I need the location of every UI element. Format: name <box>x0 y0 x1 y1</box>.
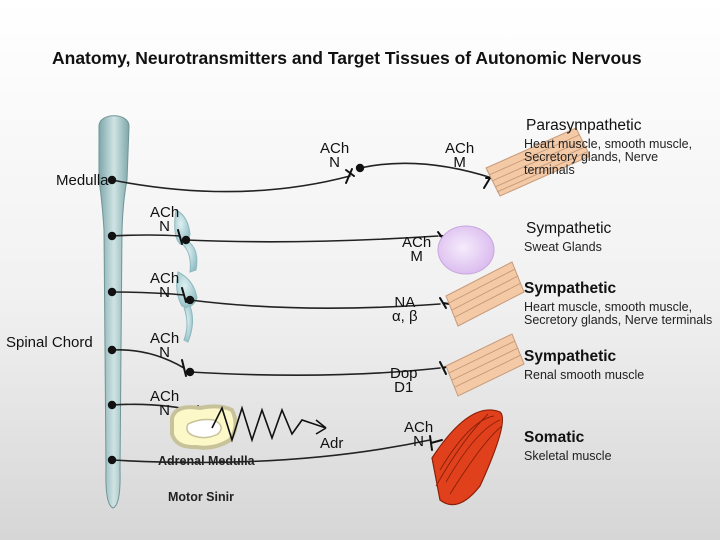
division-targets-sympathetic-renal: Renal smooth muscle <box>524 368 645 382</box>
division-heading-parasympathetic: Parasympathetic <box>526 117 642 134</box>
terminal-parasympathetic-ganglion <box>345 168 355 184</box>
skeletal-muscle <box>431 409 504 506</box>
neurons <box>111 162 493 464</box>
adrenaline-secretion <box>211 405 327 443</box>
sweat-postganglionic-axon <box>185 235 439 243</box>
cell-bodies <box>107 163 365 465</box>
chain-link-1 <box>181 239 198 273</box>
division-heading-sympathetic-renal: Sympathetic <box>524 348 617 365</box>
division-targets-parasympathetic: Heart muscle, smooth muscle, Secretory g… <box>524 137 693 177</box>
heart-postganglionic-axon <box>189 299 441 309</box>
terminal-sweat-ganglion <box>177 229 183 245</box>
parasympathetic-postganglionic-axon <box>359 162 493 179</box>
chain-link-2 <box>183 305 194 343</box>
medulla-label: Medulla <box>56 172 109 189</box>
sympathetic-chain <box>174 209 198 343</box>
smooth-muscle-renal <box>445 333 525 397</box>
sweat-preganglionic-axon <box>111 234 181 237</box>
somatic-motor-axon <box>111 439 431 464</box>
smooth-muscle-heart <box>445 261 525 327</box>
parasympathetic-preganglionic-axon <box>111 175 351 193</box>
division-heading-sympathetic-heart: Sympathetic <box>524 280 617 297</box>
adrenal-medulla <box>170 404 238 450</box>
motor-sinir-label: Motor Sinir <box>168 490 234 504</box>
spinal-chord-label: Spinal Chord <box>6 334 93 351</box>
page-title: Anatomy, Neurotransmitters and Target Ti… <box>52 48 642 68</box>
division-targets-sympathetic-sweat: Sweat Glands <box>524 240 602 254</box>
adrenal-medulla-label: Adrenal Medulla <box>158 454 255 468</box>
cell-body-medulla <box>107 175 117 185</box>
division-heading-sympathetic-sweat: Sympathetic <box>526 220 612 237</box>
terminal-somatic <box>429 435 443 451</box>
spinal-cord <box>98 115 130 509</box>
terminal-renal-ganglion <box>181 359 187 377</box>
sweat-gland <box>437 225 495 275</box>
division-heading-somatic: Somatic <box>524 429 585 446</box>
renal-preganglionic-axon <box>111 349 185 369</box>
renal-postganglionic-axon <box>189 367 441 376</box>
heart-preganglionic-axon <box>111 291 185 296</box>
adrenaline-arrow <box>315 419 327 435</box>
label-adr: Adr <box>320 435 344 452</box>
division-targets-sympathetic-heart: Heart muscle, smooth muscle, Secretory g… <box>524 301 713 327</box>
smooth-muscle-parasympathetic <box>485 127 591 197</box>
division-targets-somatic: Skeletal muscle <box>524 449 612 463</box>
cell-body-parasympathetic-ganglion <box>355 163 365 173</box>
terminal-heart-ganglion <box>181 287 187 303</box>
